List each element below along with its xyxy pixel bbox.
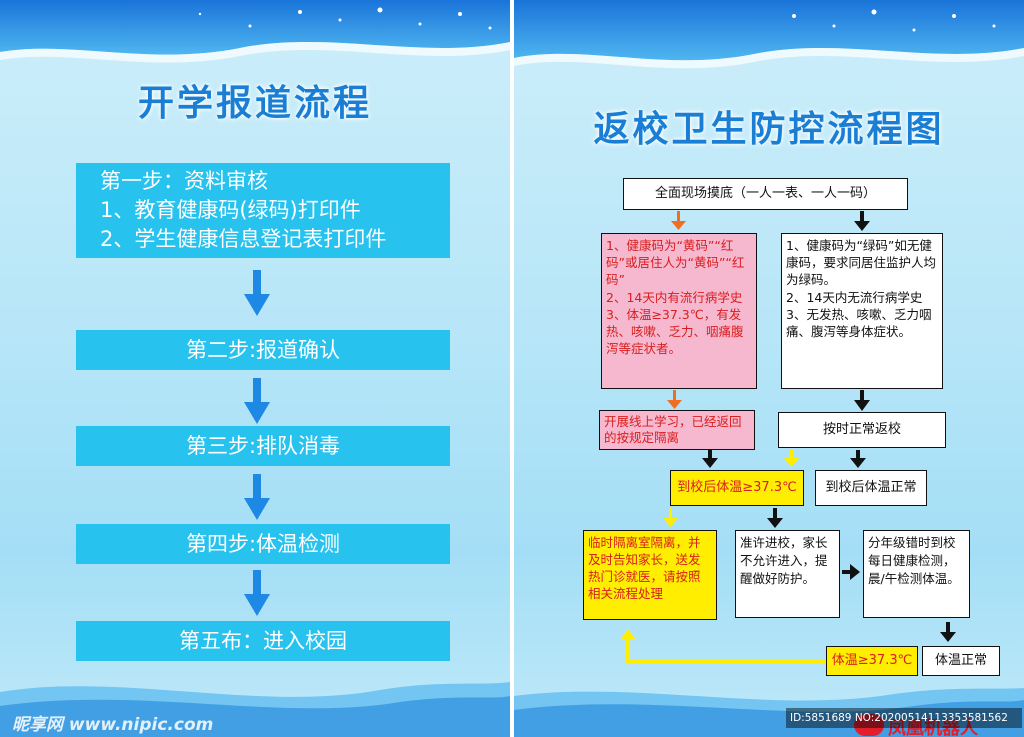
arrow-orange-icon xyxy=(671,211,686,230)
bottom-wave-decoration xyxy=(514,688,1024,737)
risk-criteria-box: 1、健康码为“黄码”“红码”或居住人为“黄码”“红码” 2、14天内有流行病学史… xyxy=(601,233,757,389)
return-school-box: 按时正常返校 xyxy=(778,412,946,448)
step2-box: 第二步:报道确认 xyxy=(76,330,450,370)
step1-item2: 2、学生健康信息登记表打印件 xyxy=(100,227,387,251)
arrow-black-icon xyxy=(854,211,870,231)
arrow-down-icon xyxy=(244,270,270,316)
step1-title: 第一步：资料审核 xyxy=(100,169,268,193)
normal-criteria-box: 1、健康码为“绿码”如无健康码，要求同居住监护人均为绿码。 2、14天内无流行病… xyxy=(781,233,943,389)
arrow-black-icon xyxy=(767,508,783,528)
arrow-right-icon xyxy=(842,564,860,580)
entry-permitted-box: 准许进校，家长不允许进入，提醒做好防护。 xyxy=(735,530,840,618)
isolation-box: 临时隔离室隔离，并及时告知家长，送发热门诊就医，请按照相关流程处理 xyxy=(583,530,717,620)
arrow-yellow-icon xyxy=(784,450,799,467)
watermark-text: 昵享网 www.nipic.com xyxy=(12,715,214,735)
step1-box: 第一步：资料审核 1、教育健康码(绿码)打印件 2、学生健康信息登记表打印件 xyxy=(76,163,450,258)
temp-normal-box-2: 体温正常 xyxy=(922,646,1000,676)
step5-box: 第五布：进入校园 xyxy=(76,621,450,661)
step3-box: 第三步:排队消毒 xyxy=(76,426,450,466)
arrow-down-icon xyxy=(244,378,270,424)
arrow-yellow-loop-icon xyxy=(620,629,826,664)
arrow-yellow-icon xyxy=(663,508,678,527)
arrow-black-icon xyxy=(702,450,718,468)
arrow-down-icon xyxy=(244,474,270,520)
staggered-arrival-box: 分年级错时到校每日健康检测，晨/午检测体温。 xyxy=(863,530,970,618)
left-panel: 开学报道流程 第一步：资料审核 1、教育健康码(绿码)打印件 2、学生健康信息登… xyxy=(0,0,510,737)
survey-box: 全面现场摸底（一人一表、一人一码） xyxy=(623,178,908,210)
temp-high-box-2: 体温≥37.3℃ xyxy=(826,646,918,676)
step1-item1: 1、教育健康码(绿码)打印件 xyxy=(100,198,361,222)
arrow-down-icon xyxy=(244,570,270,616)
arrow-black-icon xyxy=(940,622,956,642)
right-page-title: 返校卫生防控流程图 xyxy=(593,109,945,150)
arrow-black-icon xyxy=(850,450,866,468)
top-wave-decoration xyxy=(0,0,510,63)
step4-box: 第四步:体温检测 xyxy=(76,524,450,564)
right-panel: 返校卫生防控流程图 xyxy=(514,0,1024,737)
top-wave-decoration xyxy=(514,0,1024,69)
flow-connectors xyxy=(620,211,956,664)
logo-text: 凤凰机器人 xyxy=(888,718,978,737)
image-id-text: ID:5851689 NO:20200514113353581562 xyxy=(786,708,1022,728)
logo-icon xyxy=(854,714,884,736)
online-study-box: 开展线上学习，已经返回的按规定隔离 xyxy=(599,410,755,450)
left-page-title: 开学报道流程 xyxy=(137,83,372,124)
temp-high-box: 到校后体温≥37.3℃ xyxy=(670,470,804,506)
arrow-black-icon xyxy=(854,390,870,411)
bottom-wave-decoration xyxy=(0,682,510,737)
temp-normal-box: 到校后体温正常 xyxy=(815,470,927,506)
arrow-orange-icon xyxy=(667,390,682,409)
